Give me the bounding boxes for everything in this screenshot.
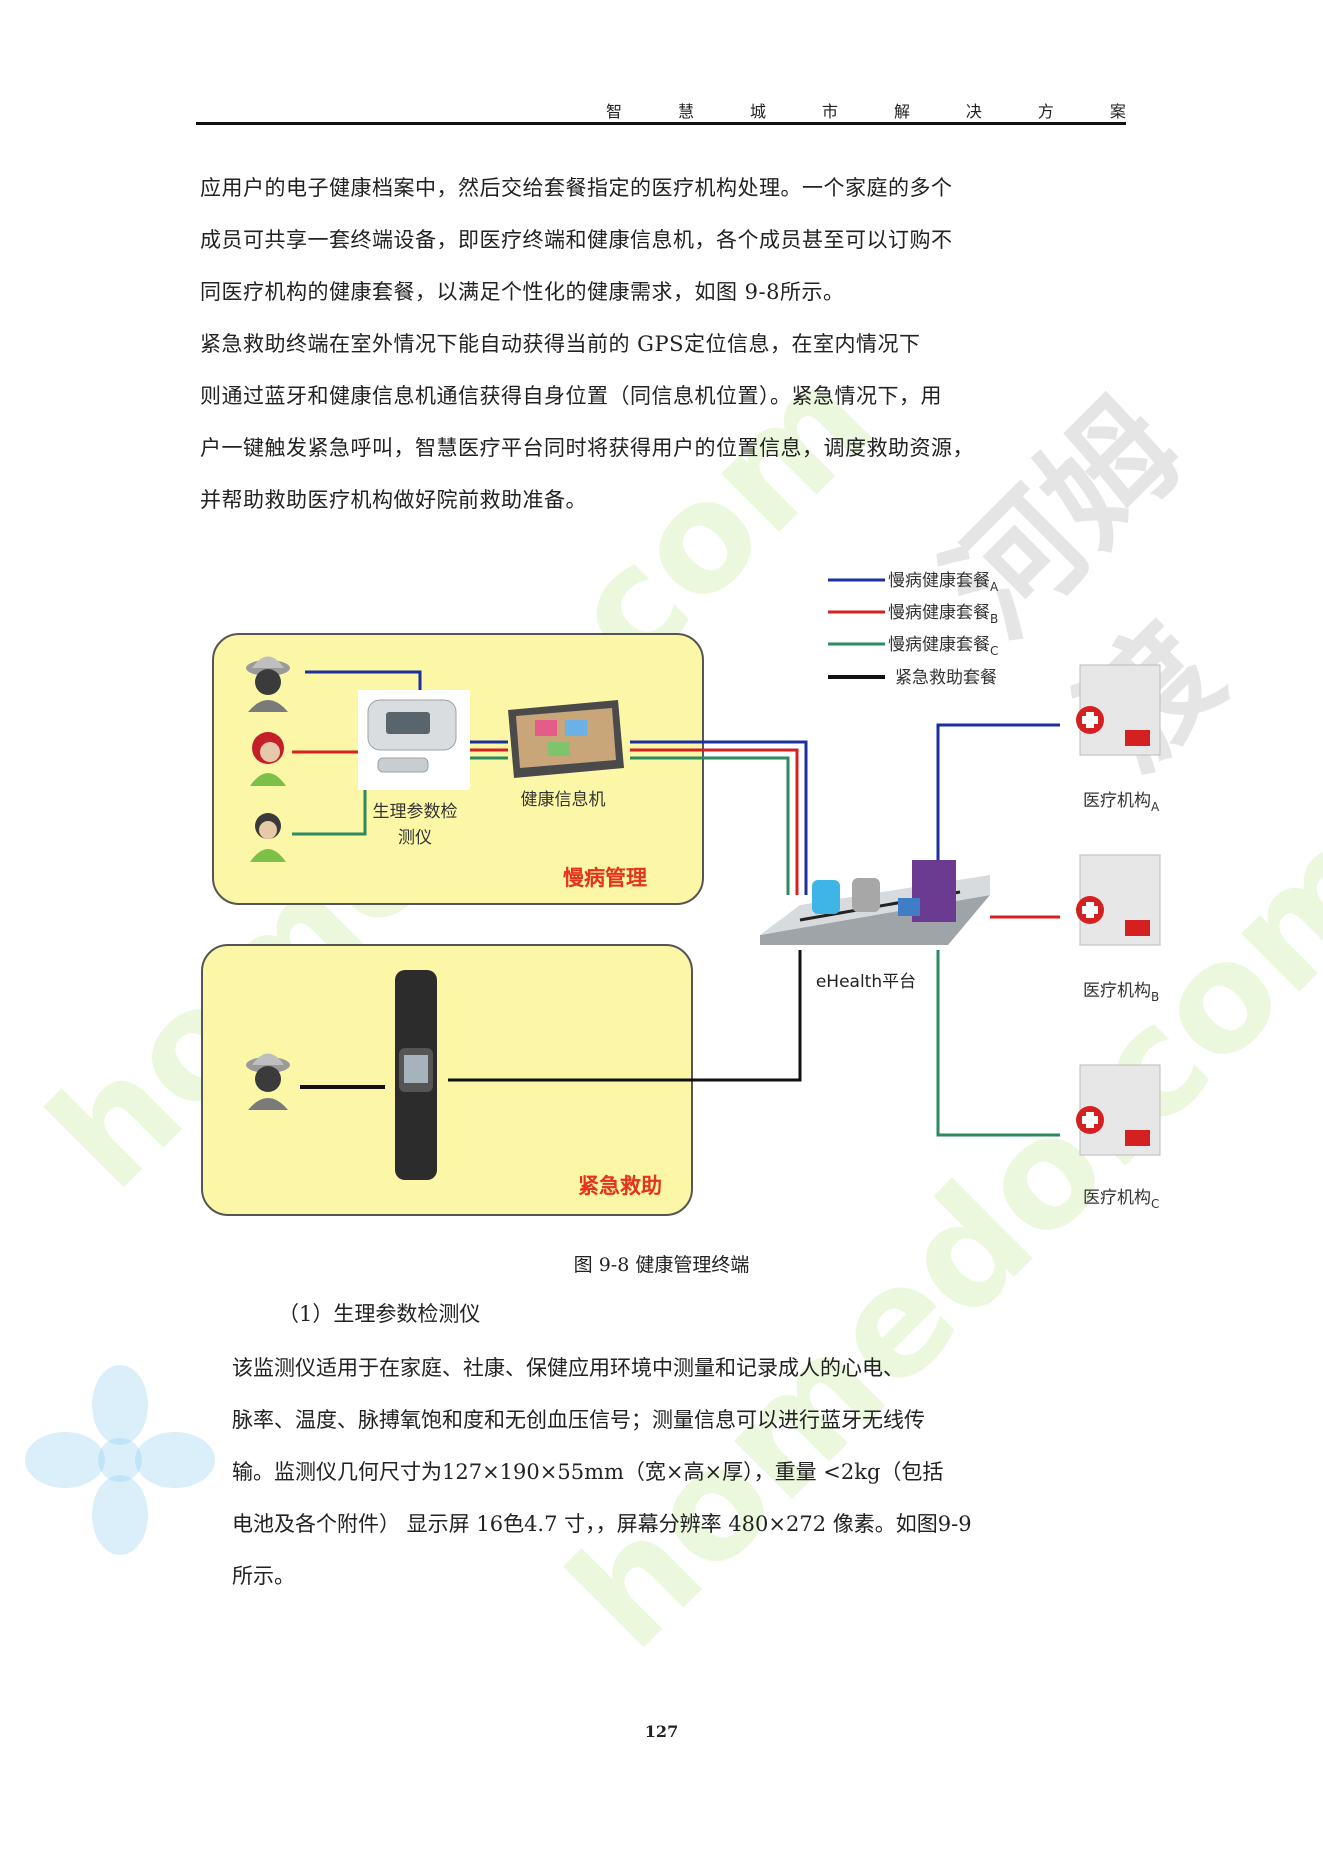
monitor-device-icon — [358, 690, 470, 790]
legend-label-a: 慢病健康套餐A — [888, 570, 999, 594]
body-text: 该监测仪适用于在家庭、社康、保健应用环境中测量和记录成人的心电、 脉率、温度、脉… — [232, 1342, 1082, 1602]
section-subheading: （1）生理参数检测仪 — [278, 1302, 481, 1326]
platform-label: eHealth平台 — [816, 972, 916, 992]
device-label-line1: 生理参数检 — [373, 802, 458, 822]
wristband-icon — [395, 970, 437, 1180]
text-line: 则通过蓝牙和健康信息机通信获得自身位置（同信息机位置）。紧急情况下，用 — [200, 384, 942, 408]
text-line: 电池及各个附件） 显示屏 16色4.7 寸，，屏幕分辨率 480×272 像素。… — [232, 1512, 972, 1536]
text-line: 紧急救助终端在室外情况下能自动获得当前的 GPS定位信息，在室内情况下 — [200, 332, 921, 356]
person-icon-b — [250, 732, 286, 786]
info-machine-icon — [508, 700, 624, 778]
line-emergency-platform — [448, 950, 802, 1082]
hospital-icon-c — [1076, 1064, 1161, 1156]
hospital-label-c: 医疗机构C — [1083, 1188, 1159, 1211]
line-platform-hospital-a — [936, 723, 1060, 870]
figure-caption: 图 9-8 健康管理终端 — [573, 1254, 750, 1276]
text-line: 该监测仪适用于在家庭、社康、保健应用环境中测量和记录成人的心电、 — [232, 1356, 904, 1380]
text-line: 并帮助救助医疗机构做好院前救助准备。 — [200, 488, 587, 512]
text-line: 成员可共享一套终端设备，即医疗终端和健康信息机，各个成员甚至可以订购不 — [200, 228, 953, 252]
person-icon-a — [246, 656, 290, 712]
text-line: 户一键触发紧急呼叫，智慧医疗平台同时将获得用户的位置信息，调度救助资源， — [200, 436, 974, 460]
info-machine-label: 健康信息机 — [521, 790, 606, 810]
page-header: 智 慧 城 市 解 决 方 案 — [196, 96, 1126, 125]
text-line: 所示。 — [232, 1564, 295, 1588]
flower-logo-watermark — [25, 1365, 215, 1555]
line-info-platform-b — [630, 748, 799, 895]
emergency-box-label: 紧急救助 — [578, 1174, 662, 1198]
hospital-label-b: 医疗机构B — [1083, 981, 1159, 1004]
line-person-c — [292, 790, 367, 836]
person-icon-emergency — [246, 1053, 290, 1110]
device-label-line2: 测仪 — [398, 828, 432, 848]
ehealth-platform-icon — [760, 860, 990, 945]
text-line: 输。监测仪几何尺寸为127×190×55mm（宽×高×厚），重量 <2kg（包括 — [232, 1460, 944, 1484]
person-icon-c — [250, 813, 286, 862]
health-terminal-diagram: 慢病健康套餐A 慢病健康套餐B 慢病健康套餐C 紧急救助套餐 生理参数检 测仪 … — [201, 570, 1161, 1216]
intro-text: 应用户的电子健康档案中，然后交给套餐指定的医疗机构处理。一个家庭的多个 成员可共… — [200, 162, 1030, 526]
hospital-icon-a — [1076, 664, 1161, 756]
hospital-icon-b — [1076, 854, 1161, 946]
text-line: 同医疗机构的健康套餐，以满足个性化的健康需求，如图 9-8所示。 — [200, 280, 845, 304]
page-number: 127 — [644, 1722, 679, 1741]
text-line: 脉率、温度、脉搏氧饱和度和无创血压信号；测量信息可以进行蓝牙无线传 — [232, 1408, 925, 1432]
legend-label-c: 慢病健康套餐C — [888, 634, 998, 658]
header-title: 智 慧 城 市 解 决 方 案 — [606, 102, 1126, 121]
line-platform-hospital-c — [936, 950, 1060, 1137]
hospital-label-a: 医疗机构A — [1083, 791, 1160, 814]
legend-label-emergency: 紧急救助套餐 — [895, 668, 997, 688]
line-info-platform-a — [630, 740, 808, 895]
text-line: 应用户的电子健康档案中，然后交给套餐指定的医疗机构处理。一个家庭的多个 — [200, 176, 953, 200]
chronic-box-label: 慢病管理 — [563, 866, 647, 890]
line-info-platform-c — [630, 756, 790, 895]
legend-label-b: 慢病健康套餐B — [888, 602, 998, 626]
